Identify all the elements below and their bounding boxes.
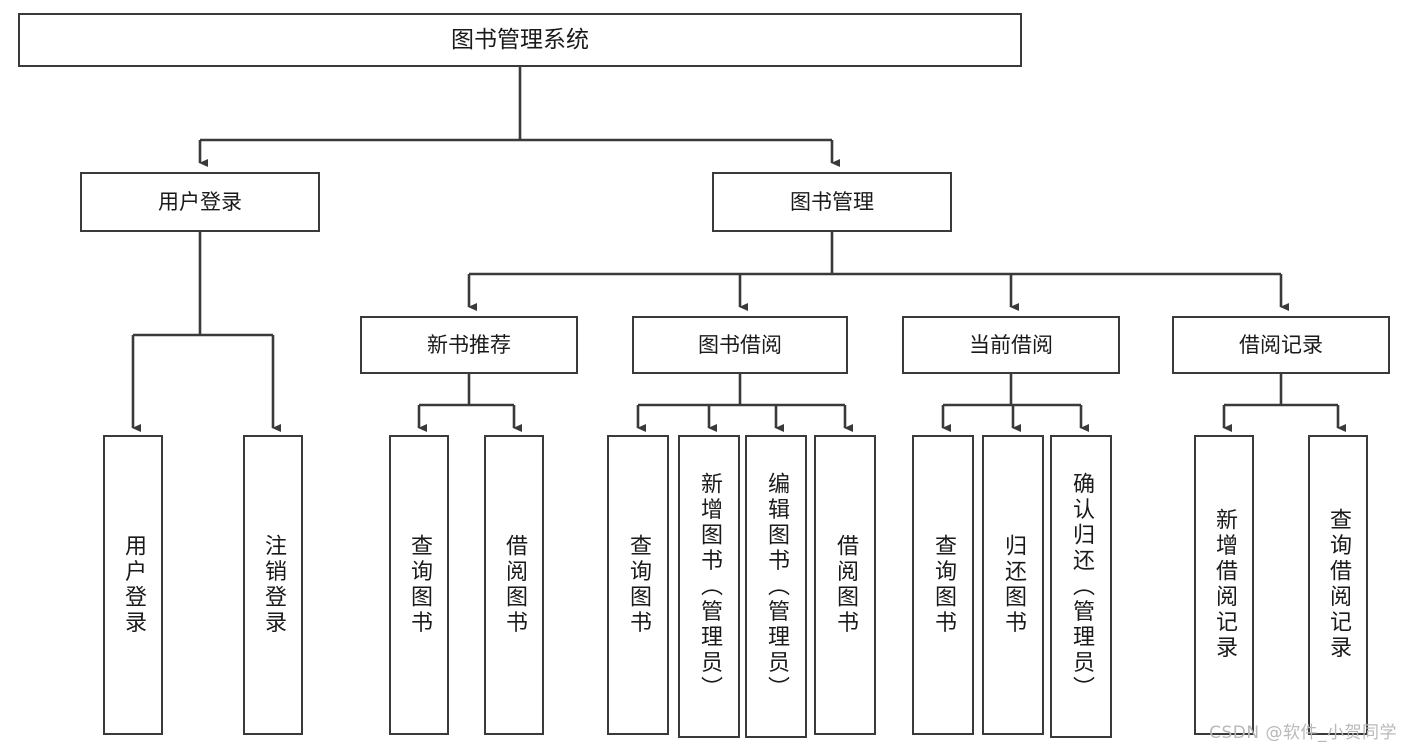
node-leaf-query-book-current[interactable]: 查询图书: [912, 435, 974, 735]
node-new-book-recommend[interactable]: 新书推荐: [360, 316, 578, 374]
node-label: 图书借阅: [698, 332, 782, 357]
node-label: 图书管理: [790, 189, 874, 214]
node-label: 借阅图书: [502, 533, 527, 637]
node-label: 确认归还（管理员）: [1069, 471, 1094, 702]
node-label: 新增借阅记录: [1212, 508, 1237, 662]
node-label: 编辑图书（管理员）: [764, 471, 789, 702]
node-label: 查询图书: [931, 533, 956, 637]
node-label: 借阅图书: [833, 533, 858, 637]
node-label: 查询图书: [407, 533, 432, 637]
node-label: 新书推荐: [427, 332, 511, 357]
node-leaf-logout[interactable]: 注销登录: [243, 435, 303, 735]
node-label: 注销登录: [261, 533, 286, 637]
node-book-management[interactable]: 图书管理: [712, 172, 952, 232]
node-label: 借阅记录: [1239, 332, 1323, 357]
node-leaf-query-borrow-record[interactable]: 查询借阅记录: [1308, 435, 1368, 735]
node-label: 查询图书: [626, 533, 651, 637]
node-current-borrow[interactable]: 当前借阅: [902, 316, 1120, 374]
node-borrow-record[interactable]: 借阅记录: [1172, 316, 1390, 374]
node-label: 用户登录: [158, 189, 242, 214]
node-label: 归还图书: [1001, 533, 1026, 637]
node-label: 新增图书（管理员）: [697, 471, 722, 702]
node-leaf-edit-book-admin[interactable]: 编辑图书（管理员）: [745, 435, 807, 738]
node-leaf-borrow-book[interactable]: 借阅图书: [814, 435, 876, 735]
watermark-text: CSDN @软件_小贺同学: [1209, 723, 1397, 743]
node-book-management-system[interactable]: 图书管理系统: [18, 13, 1022, 67]
node-leaf-user-login[interactable]: 用户登录: [103, 435, 163, 735]
node-label: 查询借阅记录: [1326, 508, 1351, 662]
node-leaf-return-book[interactable]: 归还图书: [982, 435, 1044, 735]
node-leaf-borrow-book-recommend[interactable]: 借阅图书: [484, 435, 544, 735]
node-leaf-confirm-return-admin[interactable]: 确认归还（管理员）: [1050, 435, 1112, 738]
node-user-login[interactable]: 用户登录: [80, 172, 320, 232]
node-label: 当前借阅: [969, 332, 1053, 357]
node-label: 用户登录: [121, 533, 146, 637]
node-leaf-query-book-borrow[interactable]: 查询图书: [607, 435, 669, 735]
node-leaf-add-book-admin[interactable]: 新增图书（管理员）: [678, 435, 740, 738]
node-leaf-query-book-recommend[interactable]: 查询图书: [389, 435, 449, 735]
node-book-borrow[interactable]: 图书借阅: [632, 316, 848, 374]
node-leaf-add-borrow-record[interactable]: 新增借阅记录: [1194, 435, 1254, 735]
node-label: 图书管理系统: [451, 26, 589, 53]
